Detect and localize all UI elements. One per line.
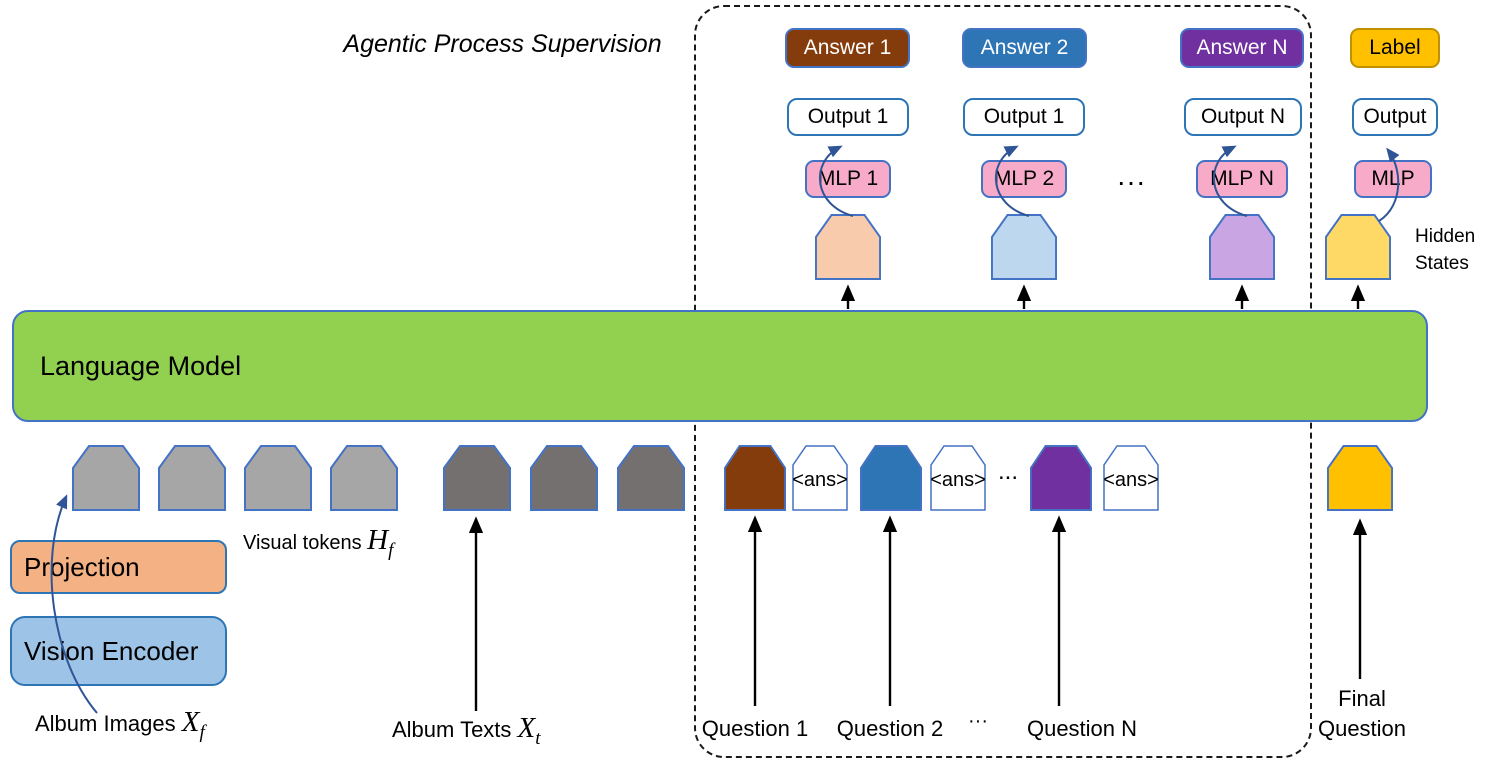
visual-token [244,445,312,511]
visual-tokens-text: Visual tokens [243,532,362,554]
question-2-label: Question 2 [836,716,944,741]
question-1-token [724,445,786,511]
visual-token [72,445,140,511]
question-2-token [860,445,922,511]
ans-token-label: <ans> [930,469,986,491]
projection-label: Projection [24,551,140,582]
vision-encoder-label: Vision Encoder [24,635,199,666]
final-hidden-state-token [1325,214,1391,280]
vision-encoder-box: Vision Encoder [10,616,227,686]
answer-2-box: Answer 2 [962,28,1087,68]
mlp-row-ellipsis: ... [1117,160,1147,191]
visual-tokens-caption: Visual tokens Hf [243,524,393,562]
output-n-box: Output N [1184,98,1302,136]
hidden-state-token-2 [991,214,1057,280]
ans-token: <ans> [792,445,848,511]
answer-1-box: Answer 1 [785,28,910,68]
mlp-1-box: MLP 1 [805,160,891,198]
final-question-token [1327,445,1393,511]
text-token [443,445,511,511]
mlp-2-box: MLP 2 [981,160,1067,198]
album-texts-sub: t [535,728,541,749]
output-2-box: Output 1 [963,98,1085,136]
final-question-label-line1: Final [1338,686,1386,711]
album-texts-var: X [517,712,536,744]
hidden-states-label: Hidden States [1415,226,1476,274]
question-1-label: Question 1 [701,716,809,741]
visual-tokens-var: H [367,524,389,556]
ans-token-shape [792,445,848,511]
question-n-token [1030,445,1092,511]
final-output-box: Output [1352,98,1438,136]
ans-token: <ans> [1103,445,1159,511]
diagram-title: Agentic Process Supervision [343,30,662,58]
question-n-label: Question N [1026,716,1138,741]
album-images-text: Album Images [35,711,176,736]
projection-box: Projection [10,540,227,594]
mlp-n-box: MLP N [1196,160,1288,198]
ans-token-label: <ans> [1103,469,1159,491]
hidden-state-token-1 [815,214,881,280]
language-model-box: Language Model [12,310,1428,422]
ans-token-shape [1103,445,1159,511]
album-images-var: X [181,706,200,738]
ans-token-label: <ans> [792,469,848,491]
token-row-ellipsis: ... [997,458,1018,485]
album-images-caption: Album Images Xf [35,706,205,744]
text-token [530,445,598,511]
album-texts-caption: Album Texts Xt [392,712,541,750]
text-token [617,445,685,511]
final-question-label-line2: Question [1317,716,1407,741]
final-mlp-box: MLP [1354,160,1432,198]
question-row-ellipsis: ··· [968,710,988,732]
album-images-sub: f [199,722,205,743]
label-box: Label [1350,28,1440,68]
ans-token-shape [930,445,986,511]
language-model-label: Language Model [40,350,242,381]
answer-n-box: Answer N [1180,28,1304,68]
visual-token [158,445,226,511]
visual-tokens-sub: f [388,540,394,561]
hidden-state-token-n [1209,214,1275,280]
visual-token [330,445,398,511]
output-1-box: Output 1 [787,98,909,136]
album-texts-text: Album Texts [392,717,512,742]
ans-token: <ans> [930,445,986,511]
